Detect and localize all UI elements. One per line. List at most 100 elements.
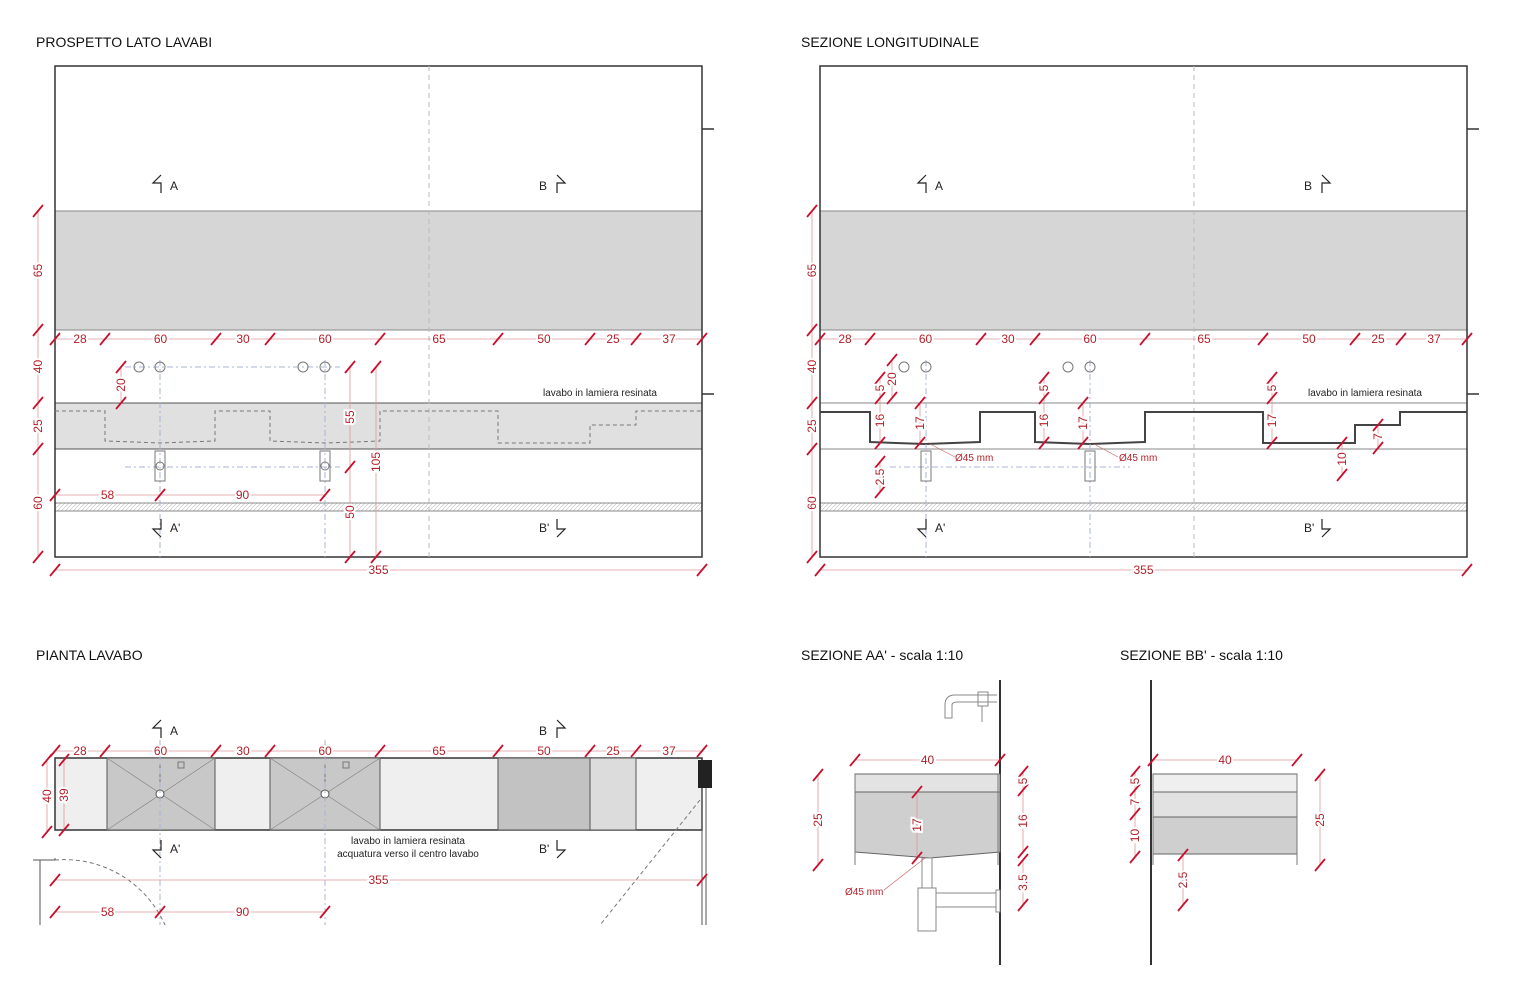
dimension-label: 10	[1128, 829, 1142, 843]
dimension-tick	[886, 353, 898, 367]
faucet-icons	[133, 361, 331, 482]
dimension-tick	[1038, 391, 1050, 405]
dimension-tick	[210, 332, 222, 346]
dimension-tick	[32, 442, 44, 456]
dimension-label: 37	[662, 332, 676, 346]
dimension-label: 17	[910, 818, 924, 832]
dimension-label: 90	[236, 488, 250, 502]
dimension-tick	[696, 873, 708, 887]
dimension-tick	[806, 323, 818, 337]
dimension-tick	[1077, 436, 1089, 450]
marker-label: B	[1304, 179, 1312, 193]
section-cut-icon	[151, 719, 162, 738]
basin-band	[54, 402, 703, 450]
marker-label: B	[539, 724, 547, 738]
section-marker-a: A	[916, 174, 943, 193]
dimension-tick	[584, 744, 596, 758]
sezione-aa-drawing: Ø45 mm	[845, 680, 1001, 965]
dimension-tick	[696, 744, 708, 758]
dimension-label: 25	[1371, 332, 1385, 346]
dimension-label: 16	[1016, 814, 1030, 828]
marker-label: B'	[539, 842, 549, 856]
section-cut-icon	[556, 519, 567, 538]
dimension-label: 65	[805, 264, 819, 278]
dimension-tick	[41, 753, 53, 767]
dimension-tick	[874, 485, 886, 499]
dimension-tick	[49, 563, 61, 577]
dimension-tick	[32, 550, 44, 564]
dimension-tick	[1291, 753, 1303, 767]
marker-label: A	[170, 179, 178, 193]
dimension-label: 60	[1083, 332, 1097, 346]
dimension-label: 7	[1371, 433, 1385, 440]
dimension-label: 5	[1265, 384, 1279, 391]
title-sezione-bb: SEZIONE BB' - scala 1:10	[1120, 647, 1283, 663]
dimension-tick	[1266, 371, 1278, 385]
dimension-label: 20	[885, 372, 899, 386]
section-marker-a2: A'	[916, 519, 945, 538]
dimension-label: 50	[537, 332, 551, 346]
sezione-longitudinale-drawing: Ø45 mm Ø45 mm lavabo in lamiera resinata	[819, 65, 1479, 558]
section-marker-a2: A'	[151, 840, 180, 859]
dimension-label: 25	[1313, 813, 1327, 827]
dimension-tick	[32, 323, 44, 337]
section-cut-icon	[916, 519, 927, 538]
dimension-tick	[874, 391, 886, 405]
dimension-label: 65	[432, 332, 446, 346]
dimension-tick	[49, 873, 61, 887]
dimension-label: 90	[236, 905, 250, 919]
dimension-tick	[886, 391, 898, 405]
dimension-tick	[1336, 436, 1348, 450]
section-marker-b: B	[539, 174, 567, 193]
dimension-tick	[814, 332, 826, 346]
dimension-tick	[806, 550, 818, 564]
dimension-label: 60	[318, 744, 332, 758]
dimension-label: 28	[73, 744, 87, 758]
section-cut-icon	[916, 174, 927, 193]
wall-outlet-icon	[698, 760, 712, 788]
dimension-tick	[1017, 845, 1029, 859]
section-marker-b2: B'	[1304, 519, 1332, 538]
dimension-tick	[99, 744, 111, 758]
dimension-tick	[1266, 391, 1278, 405]
dimension-tick	[874, 371, 886, 385]
section-cut-icon	[151, 174, 162, 193]
section-cut-icon	[556, 719, 567, 738]
section-marker-a: A	[151, 719, 178, 738]
section-cut-icon	[1321, 174, 1332, 193]
pianta-drawing: lavabo in lamiera resinata acquatura ver…	[33, 740, 712, 926]
dimension-tick	[1029, 332, 1041, 346]
dimension-tick	[32, 204, 44, 218]
dimension-tick	[1038, 371, 1050, 385]
dimension-tick	[814, 563, 826, 577]
dimension-label: 30	[1001, 332, 1015, 346]
dimension-label: 3.5	[1016, 874, 1030, 891]
title-sezione-longitudinale: SEZIONE LONGITUDINALE	[801, 34, 979, 50]
title-pianta: PIANTA LAVABO	[36, 647, 143, 663]
dimension-tick	[1129, 807, 1141, 821]
dimension-label: 60	[154, 744, 168, 758]
dimension-tick	[49, 905, 61, 919]
dimension-label: 20	[114, 378, 128, 392]
dimension-tick	[370, 360, 382, 374]
dimension-tick	[696, 332, 708, 346]
dimension-label: 30	[236, 332, 250, 346]
drain-label-2: Ø45 mm	[1119, 453, 1157, 464]
dimension-label: 28	[838, 332, 852, 346]
marker-label: A	[170, 724, 178, 738]
dimension-tick	[630, 332, 642, 346]
dimension-tick	[344, 550, 356, 564]
dimension-label: 37	[1427, 332, 1441, 346]
dimension-label: 10	[1335, 452, 1349, 466]
dimension-tick	[492, 744, 504, 758]
dimension-label: 25	[31, 419, 45, 433]
dimension-label: 2.5	[873, 468, 887, 485]
sezione-bb-drawing	[1150, 680, 1298, 965]
marker-label: A	[935, 179, 943, 193]
dimension-tick	[1461, 563, 1473, 577]
dimension-tick	[806, 204, 818, 218]
dimension-label: 60	[31, 496, 45, 510]
dimension-tick	[806, 396, 818, 410]
